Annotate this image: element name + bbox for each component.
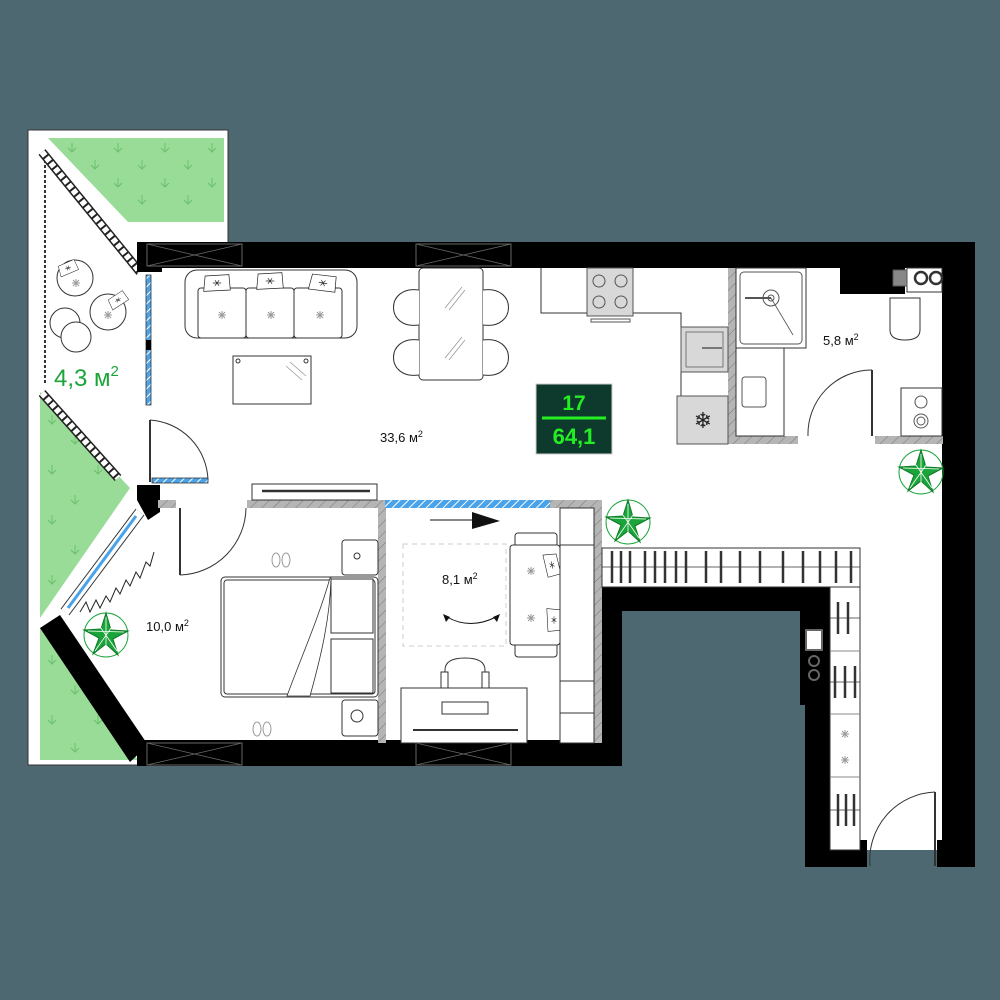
bedroom-area-label: 10,0 м2 bbox=[146, 618, 189, 634]
bedroom-door[interactable] bbox=[179, 507, 247, 576]
study-sofa bbox=[509, 532, 562, 658]
study-area-label: 8,1 м2 bbox=[442, 571, 478, 587]
window-living-2 bbox=[415, 243, 512, 267]
tv-bedroom bbox=[251, 483, 378, 501]
kitchen-sink bbox=[680, 326, 729, 373]
study-rug bbox=[402, 543, 507, 647]
wardrobe-vertical bbox=[829, 586, 861, 851]
toilet bbox=[889, 297, 921, 341]
partition-bedroom-study bbox=[378, 508, 386, 743]
study bbox=[400, 507, 595, 744]
stove bbox=[586, 267, 634, 323]
washing-machine bbox=[900, 387, 943, 437]
bathroom-sink bbox=[741, 376, 767, 408]
wall-corner-top bbox=[137, 242, 162, 272]
window-living-1 bbox=[146, 243, 243, 267]
bathroom-area-label: 5,8 м2 bbox=[823, 332, 859, 348]
balcony-lawn-top bbox=[48, 138, 224, 222]
wardrobe-horizontal bbox=[601, 547, 861, 588]
wall-entrance-right bbox=[937, 840, 975, 867]
apartment-badge: 17 64,1 bbox=[535, 383, 613, 455]
slippers bbox=[271, 552, 291, 568]
study-chair bbox=[440, 657, 490, 691]
dining-table bbox=[393, 267, 509, 381]
living-area-label: 33,6 м2 bbox=[380, 429, 423, 445]
bed bbox=[220, 576, 379, 698]
balcony-area-label: 4,3 м2 bbox=[54, 363, 119, 392]
wall-bedroom-diagonal bbox=[40, 615, 148, 762]
balcony-chair bbox=[56, 258, 94, 297]
balcony-chair bbox=[89, 289, 130, 331]
entrance-door[interactable] bbox=[869, 791, 936, 867]
bedroom bbox=[220, 483, 379, 737]
sliding-direction-arrow bbox=[430, 512, 500, 529]
svg-text:❄: ❄ bbox=[694, 409, 712, 434]
partition-bathroom-bottom-l bbox=[728, 436, 798, 444]
apartment-total-area: 64,1 bbox=[553, 424, 596, 449]
partition-bathroom-bottom-r bbox=[875, 436, 943, 444]
partition-study-top bbox=[550, 500, 602, 508]
coffee-table bbox=[232, 355, 312, 405]
study-shelving bbox=[559, 507, 595, 744]
slippers bbox=[252, 721, 272, 737]
balcony-table bbox=[60, 321, 92, 353]
fridge: ❄ bbox=[676, 395, 729, 445]
apartment-number: 17 bbox=[562, 392, 585, 415]
nightstand bbox=[341, 539, 379, 576]
bathroom-door[interactable] bbox=[807, 369, 873, 437]
partition-bedroom-top bbox=[247, 500, 387, 508]
apartment: ❄ 17 64,1 33,6 м2 5,8 м bbox=[40, 242, 975, 867]
kitchen: ❄ bbox=[540, 267, 729, 445]
nightstand bbox=[341, 699, 379, 737]
sofa bbox=[184, 269, 358, 339]
window-bedroom bbox=[146, 742, 243, 766]
study-desk bbox=[400, 687, 528, 744]
partition-bedroom-top-left bbox=[158, 500, 176, 508]
wall-bottom-left bbox=[137, 740, 610, 766]
corridor-shaft bbox=[800, 610, 830, 705]
bathroom bbox=[735, 267, 944, 437]
balcony-lawn-mid bbox=[40, 392, 130, 618]
electrical-panel bbox=[805, 629, 823, 681]
balcony-door[interactable] bbox=[149, 419, 209, 484]
sliding-door-glass[interactable] bbox=[385, 500, 550, 508]
partition-study-right bbox=[594, 500, 602, 743]
wall-notch-top bbox=[598, 587, 828, 611]
partition-bathroom-left bbox=[728, 268, 736, 440]
rotation-arrow bbox=[446, 616, 497, 624]
radiator bbox=[79, 551, 155, 614]
wall-right bbox=[942, 242, 975, 867]
wall-top bbox=[137, 242, 975, 268]
wall-corner-column bbox=[137, 485, 160, 520]
